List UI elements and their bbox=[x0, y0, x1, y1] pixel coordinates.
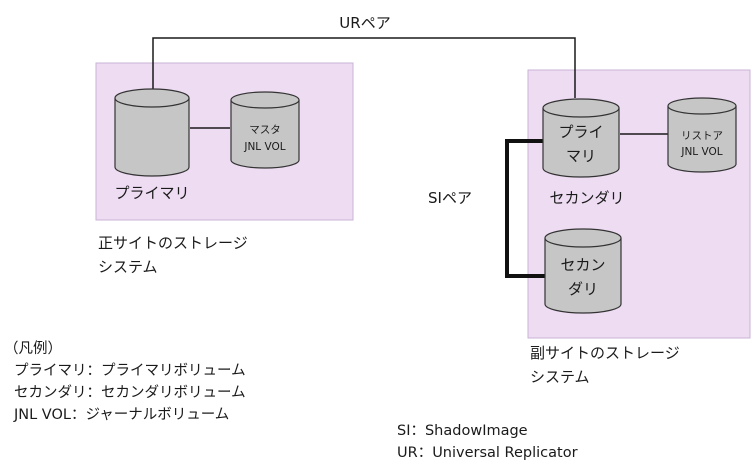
legend: （凡例） プライマリ：プライマリボリューム セカンダリ：セカンダリボリューム J… bbox=[4, 338, 246, 426]
si-secondary-volume-icon bbox=[544, 228, 622, 314]
restore-jnl-line2: JNL VOL bbox=[680, 146, 722, 158]
si-secondary-line2: ダリ bbox=[568, 280, 598, 298]
ur-pair-line bbox=[152, 37, 576, 98]
primary-site-label-line2: システム bbox=[98, 258, 158, 276]
si-primary-line1: プライ bbox=[558, 123, 603, 141]
si-pair-bracket bbox=[505, 139, 548, 278]
legend-item: プライマリ：プライマリボリューム bbox=[14, 363, 246, 379]
secondary-site-label-line1: 副サイトのストレージ bbox=[530, 344, 680, 362]
master-jnl-line1: マスタ bbox=[249, 124, 281, 136]
si-secondary-line1: セカン bbox=[560, 256, 605, 274]
legend-item: セカンダリ：セカンダリボリューム bbox=[14, 385, 246, 401]
abbreviation-item: UR：Universal Replicator bbox=[397, 445, 578, 461]
abbreviation-item: SI：ShadowImage bbox=[397, 423, 528, 439]
primary-volume-label: プライマリ bbox=[114, 184, 189, 202]
si-primary-volume-icon bbox=[542, 98, 620, 178]
legend-item: JNL VOL：ジャーナルボリューム bbox=[14, 407, 230, 423]
secondary-site-label-line2: システム bbox=[530, 368, 590, 386]
legend-title: （凡例） bbox=[4, 341, 62, 357]
si-primary-line2: マリ bbox=[566, 147, 596, 165]
secondary-volume-label: セカンダリ bbox=[549, 189, 624, 207]
restore-jnl-line1: リストア bbox=[681, 130, 723, 142]
si-pair-label: SIペア bbox=[428, 189, 472, 207]
primary-site-label-line1: 正サイトのストレージ bbox=[98, 234, 248, 252]
master-jnl-volume-icon bbox=[230, 91, 300, 169]
primary-volume-icon bbox=[114, 88, 190, 177]
master-jnl-line2: JNL VOL bbox=[243, 141, 285, 153]
restore-jnl-volume-icon bbox=[667, 97, 737, 173]
ur-pair-label: URペア bbox=[339, 14, 390, 32]
